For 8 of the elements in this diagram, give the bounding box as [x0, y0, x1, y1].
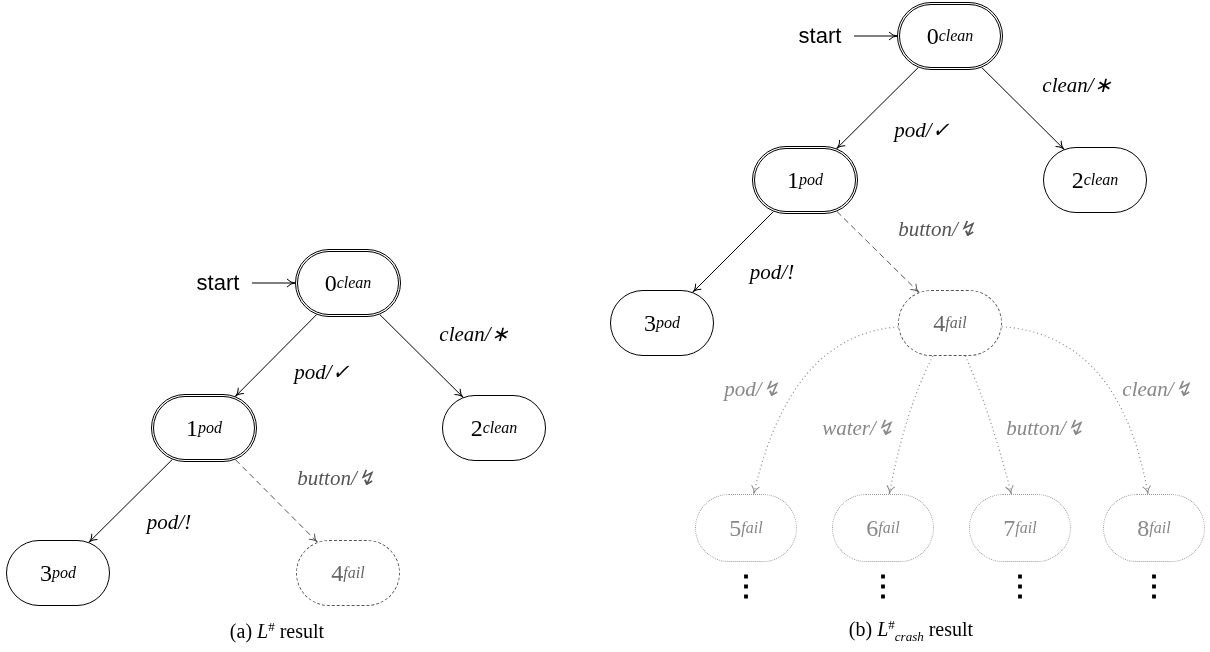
vertical-ellipsis: ⋮ [1140, 572, 1168, 600]
subfigure-caption: (a) L$^{#}$ result [229, 618, 325, 644]
vertical-ellipsis: ⋮ [869, 572, 897, 600]
vertical-ellipsis: ⋮ [1006, 572, 1034, 600]
start-label: start [188, 268, 248, 298]
vertical-ellipsis: ⋮ [732, 572, 760, 600]
start-label: start [790, 21, 850, 51]
subfigure-caption: (b) L$^{#}$$_{crash}$ result [848, 616, 974, 646]
